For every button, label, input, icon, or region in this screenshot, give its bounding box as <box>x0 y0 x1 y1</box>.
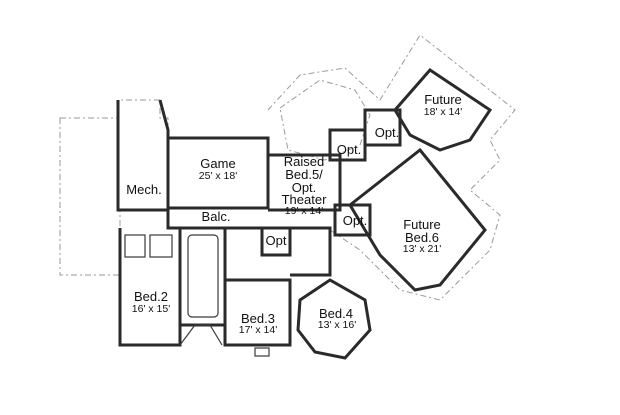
opt3-walls <box>333 203 372 237</box>
bed4-walls <box>296 278 372 360</box>
future2-walls <box>348 147 487 292</box>
room-raised-dims: 19' x 14' <box>284 205 324 217</box>
room-balc-label: Balc. <box>201 209 231 224</box>
room-bed2-dims: 16' x 15' <box>131 303 171 315</box>
room-bed3-dims: 17' x 14' <box>238 324 278 336</box>
bed2-walls <box>118 228 182 347</box>
balc-walls <box>166 208 268 230</box>
raised-bed-walls <box>268 153 342 212</box>
right-roof-outline <box>267 34 516 301</box>
room-bed2-label: Bed.2 <box>134 289 168 304</box>
game-room-walls <box>168 136 270 210</box>
future1-walls <box>393 68 493 152</box>
room-opt-1-label: Opt. <box>374 125 400 140</box>
stair-well <box>187 234 219 318</box>
room-bed3-label: Bed.3 <box>241 311 275 326</box>
room-raised-line1: Raised <box>283 154 325 169</box>
room-opt-3-label: Opt. <box>342 213 368 228</box>
bath-fixture-2 <box>149 234 173 258</box>
opt2-walls <box>328 128 367 162</box>
room-bed4-label: Bed.4 <box>319 306 353 321</box>
bay-window <box>179 324 223 346</box>
room-future-1-dims: 18' x 14' <box>423 106 463 118</box>
room-game-label: Game <box>200 156 236 171</box>
bed3-walls <box>223 278 292 347</box>
room-future-2-dims: 13' x 21' <box>402 243 442 255</box>
room-future-1-label: Future <box>424 92 462 107</box>
window-seat <box>254 347 270 357</box>
room-raised-line3: Opt. <box>291 180 317 195</box>
room-opt-4-label: Opt <box>265 233 287 248</box>
room-raised-line2: Bed.5/ <box>285 167 323 182</box>
bath-fixture <box>124 234 146 258</box>
corridor-walls <box>290 226 332 277</box>
room-opt-2-label: Opt. <box>336 142 362 157</box>
opt4-walls <box>260 226 292 257</box>
room-bed4-dims: 13' x 16' <box>317 319 357 331</box>
room-raised-line4: Theater <box>281 192 327 207</box>
room-mech-label: Mech. <box>126 182 162 197</box>
room-game-dims: 25' x 18' <box>198 170 238 182</box>
room-future-2-line2: Bed.6 <box>405 230 439 245</box>
room-future-2-label: Future <box>403 217 441 232</box>
